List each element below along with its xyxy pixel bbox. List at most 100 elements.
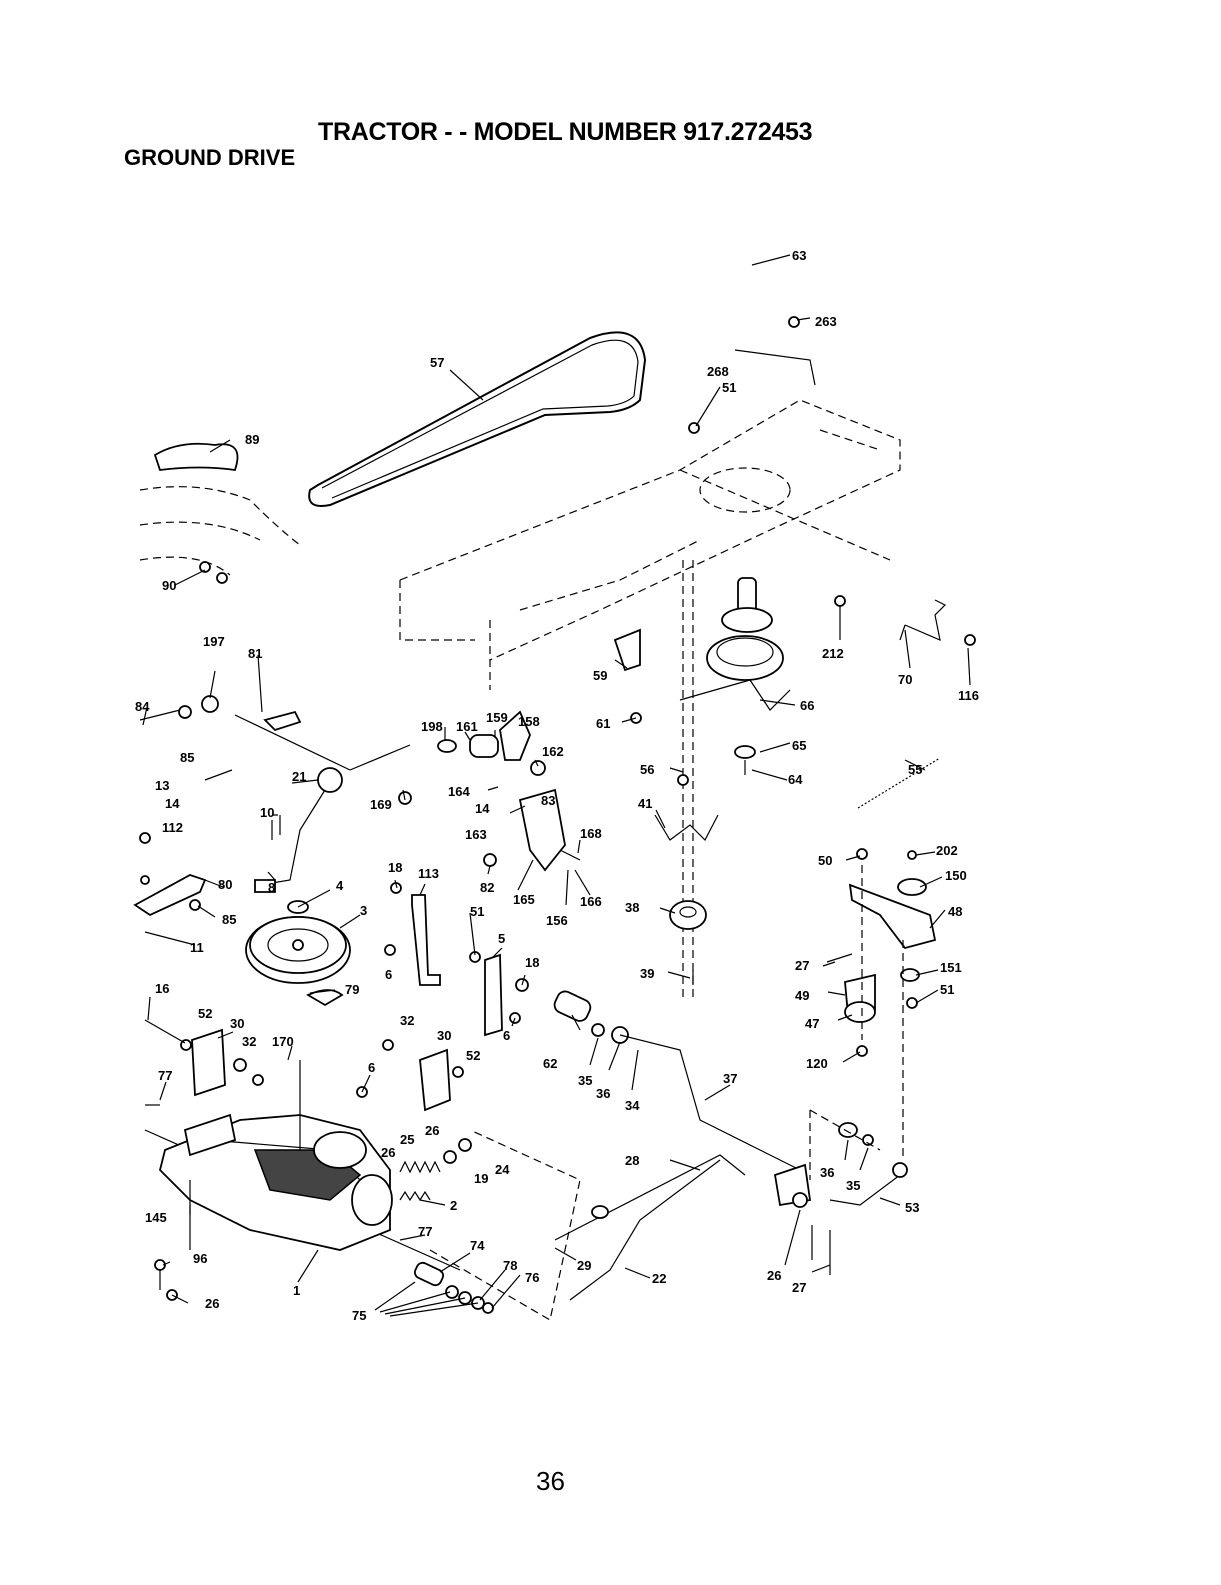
callout: 35 xyxy=(846,1178,860,1193)
bracket-80 xyxy=(133,832,207,917)
callout: 16 xyxy=(155,981,169,996)
callout: 162 xyxy=(542,744,564,759)
callout: 2 xyxy=(450,1198,457,1213)
callout: 96 xyxy=(193,1251,207,1266)
callout: 77 xyxy=(418,1224,432,1239)
callout: 84 xyxy=(135,699,150,714)
left-small-parts xyxy=(145,1104,191,1301)
bracket-113 xyxy=(384,882,529,1037)
callout: 51 xyxy=(940,982,954,997)
callout: 3 xyxy=(360,903,367,918)
callout: 66 xyxy=(800,698,814,713)
callout: 32 xyxy=(242,1034,256,1049)
callout: 90 xyxy=(162,578,176,593)
callout: 169 xyxy=(370,797,392,812)
callout: 32 xyxy=(400,1013,414,1028)
callout: 26 xyxy=(205,1296,219,1311)
callout: 116 xyxy=(958,688,979,703)
callout: 52 xyxy=(466,1048,480,1063)
callout: 51 xyxy=(722,380,736,395)
callout-labels: 263 268 51 57 89 90 197 81 84 85 13 14 1… xyxy=(135,248,979,1323)
callout: 18 xyxy=(525,955,539,970)
callout: 163 xyxy=(465,827,487,842)
callout: 19 xyxy=(474,1171,488,1186)
callout: 202 xyxy=(936,843,958,858)
callout: 165 xyxy=(513,892,535,907)
callout: 1 xyxy=(293,1283,300,1298)
callout: 74 xyxy=(470,1238,485,1253)
callout: 52 xyxy=(198,1006,212,1021)
callout: 112 xyxy=(162,820,183,835)
callout: 85 xyxy=(222,912,236,927)
callout: 166 xyxy=(580,894,602,909)
callout: 49 xyxy=(795,988,809,1003)
callout: 161 xyxy=(456,719,478,734)
callout: 48 xyxy=(948,904,962,919)
large-pulley xyxy=(245,900,351,1007)
callout: 197 xyxy=(203,634,225,649)
callout: 34 xyxy=(625,1098,640,1113)
callout: 263 xyxy=(815,314,837,329)
callout: 27 xyxy=(795,958,809,973)
callout: 150 xyxy=(945,868,967,883)
callout: 151 xyxy=(940,960,962,975)
callout: 13 xyxy=(155,778,169,793)
section-title: GROUND DRIVE xyxy=(124,145,296,170)
callout: 39 xyxy=(640,966,654,981)
callout: 268 xyxy=(707,364,729,379)
callout: 14 xyxy=(165,796,180,811)
brackets-30 xyxy=(180,1028,464,1112)
callout: 25 xyxy=(400,1132,414,1147)
callout: 89 xyxy=(245,432,259,447)
callout: 8 xyxy=(268,880,275,895)
callout: 21 xyxy=(292,769,306,784)
spindle-pulley xyxy=(679,577,791,775)
callout: 56 xyxy=(640,762,654,777)
frame-outline xyxy=(399,399,901,690)
callout: 62 xyxy=(543,1056,557,1071)
callout: 64 xyxy=(788,772,803,787)
callout: 41 xyxy=(638,796,652,811)
callout: 28 xyxy=(625,1153,639,1168)
callout: 29 xyxy=(577,1258,591,1273)
callout: 170 xyxy=(272,1034,294,1049)
callout: 36 xyxy=(820,1165,834,1180)
callout: 80 xyxy=(218,877,232,892)
callout: 6 xyxy=(368,1060,375,1075)
callout: 198 xyxy=(421,719,443,734)
page-title: TRACTOR - - MODEL NUMBER 917.272453 xyxy=(318,118,813,146)
center-parts xyxy=(613,560,719,1000)
rod-70-268 xyxy=(688,316,976,646)
callout: 4 xyxy=(336,878,344,893)
callout: 145 xyxy=(145,1210,167,1225)
leader-lines xyxy=(142,254,971,1317)
callout: 30 xyxy=(437,1028,451,1043)
callout: 212 xyxy=(822,646,844,661)
page-number: 36 xyxy=(536,1466,565,1496)
callout: 168 xyxy=(580,826,602,841)
seat-pan-area xyxy=(139,442,301,584)
callout: 83 xyxy=(541,793,555,808)
callout: 24 xyxy=(495,1162,510,1177)
callout: 55 xyxy=(908,762,922,777)
callout: 79 xyxy=(345,982,359,997)
callout: 30 xyxy=(230,1016,244,1031)
callout: 82 xyxy=(480,880,494,895)
callout: 5 xyxy=(498,931,505,946)
callout: 53 xyxy=(905,1200,919,1215)
callout: 22 xyxy=(652,1271,666,1286)
callout: 26 xyxy=(767,1268,781,1283)
callout: 26 xyxy=(425,1123,439,1138)
callout: 158 xyxy=(518,714,540,729)
callout: 36 xyxy=(596,1086,610,1101)
control-rods xyxy=(139,695,411,771)
callout: 6 xyxy=(503,1028,510,1043)
callout: 6 xyxy=(385,967,392,982)
belt-part xyxy=(308,331,647,507)
idler-bracket xyxy=(826,848,937,1160)
callout: 47 xyxy=(805,1016,819,1031)
spring-55 xyxy=(857,757,941,809)
callout: 61 xyxy=(596,716,610,731)
callout: 65 xyxy=(792,738,806,753)
